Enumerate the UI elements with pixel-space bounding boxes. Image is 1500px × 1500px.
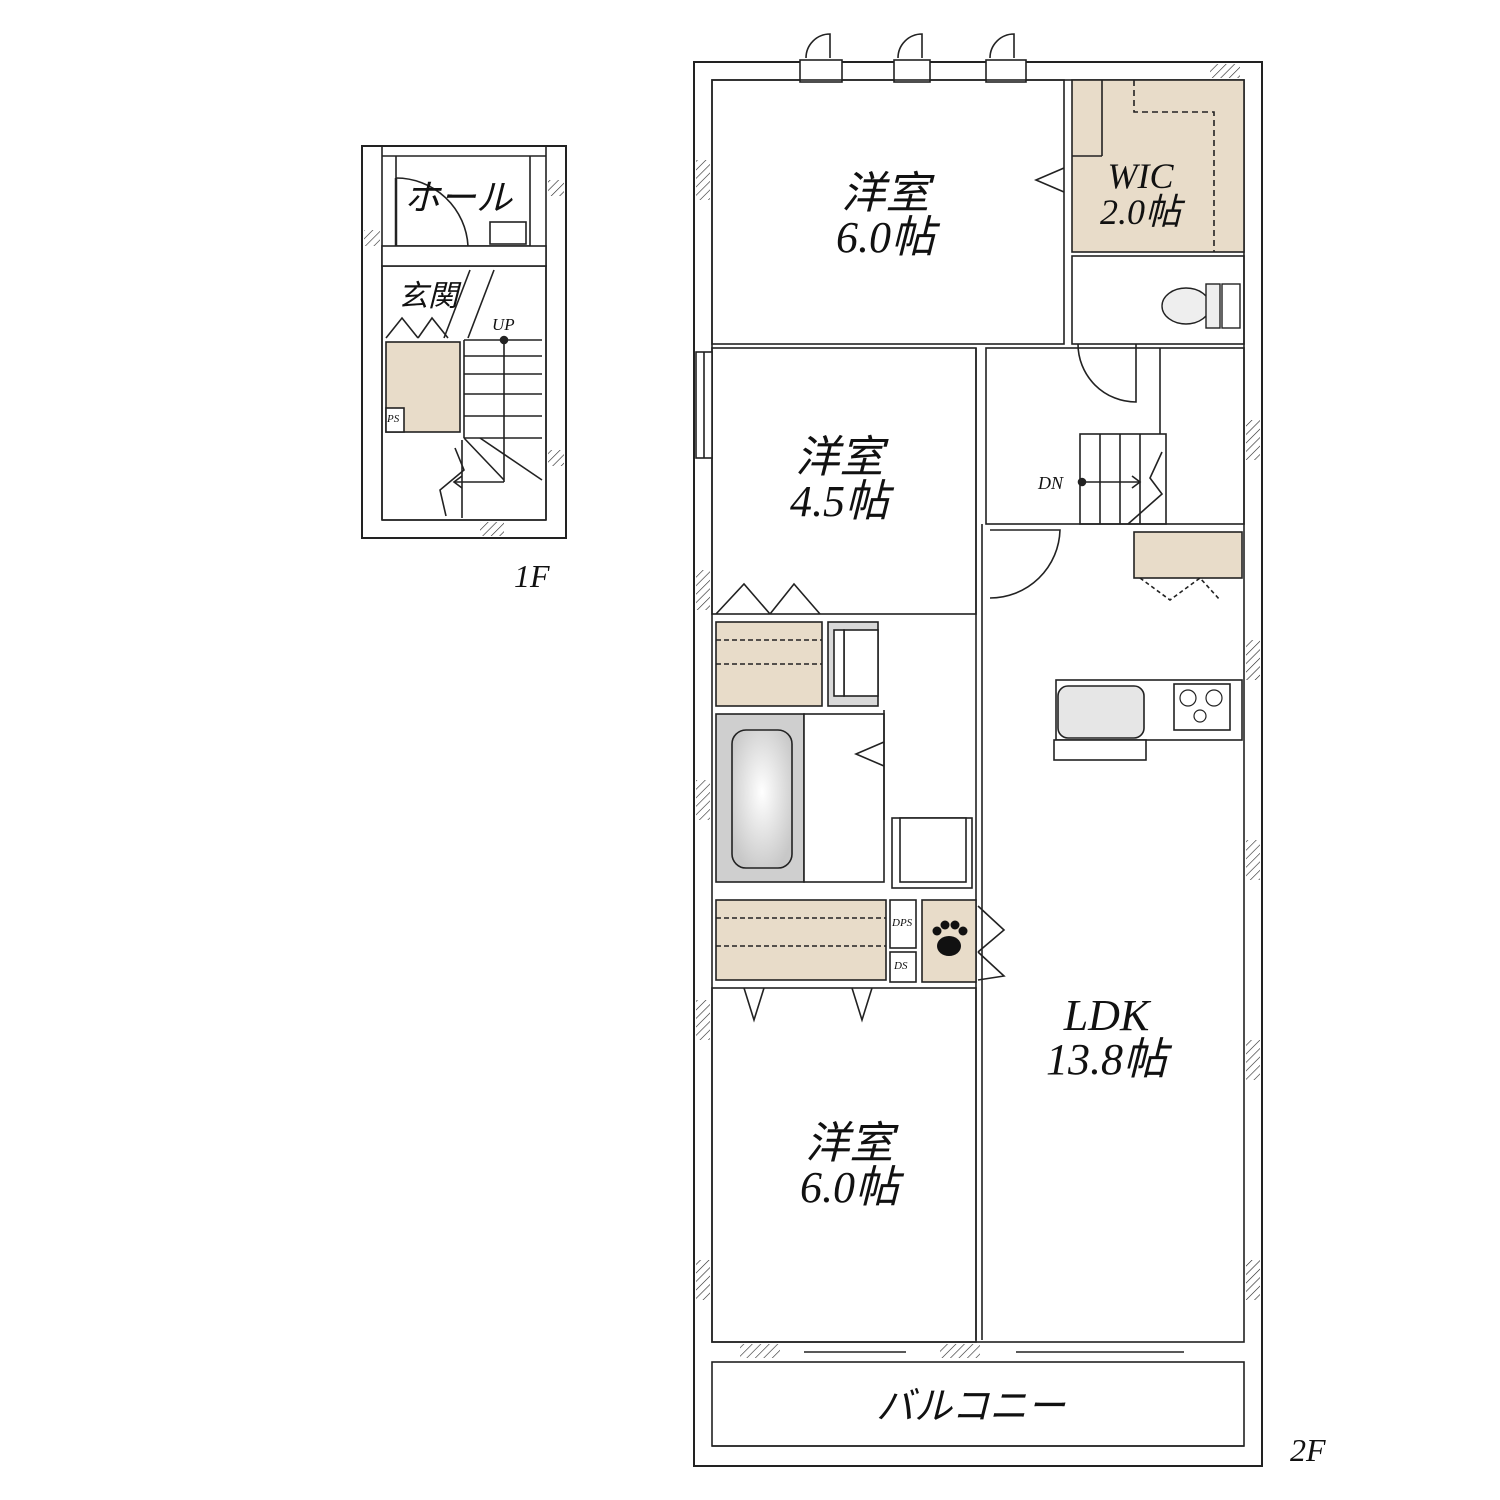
room-name: WIC (1107, 156, 1174, 196)
room-label-balcony: バルコニー (876, 1386, 1066, 1428)
room-size: 2.0帖 (1100, 192, 1182, 232)
room-label-bedroom-mid: 洋室 4.5帖 (790, 436, 889, 524)
floor-label-2f: 2F (1290, 1432, 1326, 1468)
ps-label: PS (387, 413, 400, 425)
stove-icon (1179, 689, 1223, 723)
stair-up-label: UP (492, 315, 515, 334)
ds-label: DS (894, 960, 908, 972)
room-name: LDK (1063, 991, 1150, 1040)
dps-label: DPS (892, 917, 913, 929)
room-label-entrance: 玄関 (398, 280, 458, 313)
first-floor-plan (361, 145, 567, 539)
room-size: 4.5帖 (790, 477, 889, 526)
room-name: 洋室 (805, 1119, 894, 1168)
room-size: 6.0帖 (836, 213, 935, 262)
room-name: 洋室 (795, 433, 884, 482)
room-label-bedroom-bottom: 洋室 6.0帖 (800, 1122, 899, 1210)
room-label-ldk: LDK 13.8帖 (1046, 994, 1167, 1082)
room-label-bedroom-top: 洋室 6.0帖 (836, 172, 935, 260)
floor-label-1f: 1F (514, 558, 550, 594)
paw-print-icon (932, 920, 968, 956)
room-name: 洋室 (841, 169, 930, 218)
room-size: 6.0帖 (800, 1163, 899, 1212)
toilet-icon (1161, 283, 1241, 329)
room-label-hall: ホール (404, 178, 513, 218)
room-label-wic: WIC 2.0帖 (1100, 158, 1181, 230)
stair-down-label: DN (1038, 473, 1064, 493)
second-floor-plan (693, 33, 1263, 1467)
room-size: 13.8帖 (1046, 1035, 1167, 1084)
